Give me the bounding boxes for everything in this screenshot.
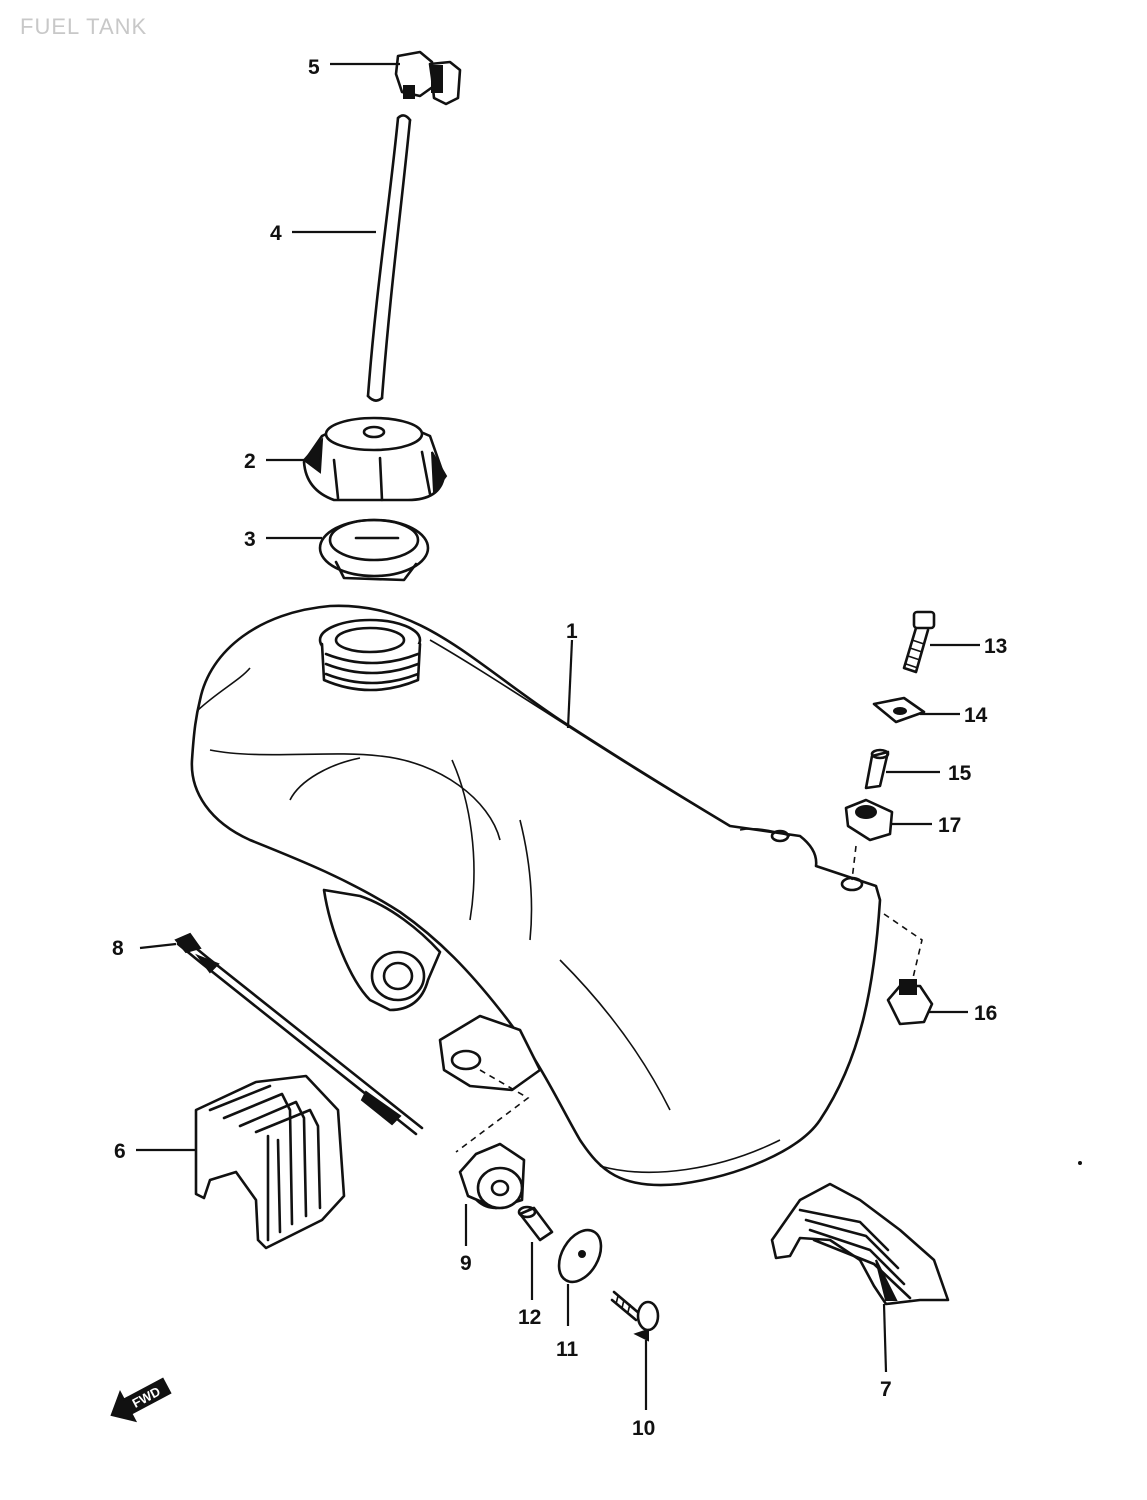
part-6-tank-cushion — [194, 1074, 346, 1250]
callout-6: 6 — [114, 1140, 126, 1163]
part-11-washer — [557, 1228, 603, 1284]
callout-17: 17 — [938, 814, 961, 837]
page-title: FUEL TANK — [20, 14, 148, 39]
part-10-bolt — [610, 1290, 660, 1342]
callout-9: 9 — [460, 1252, 472, 1275]
callout-7: 7 — [880, 1378, 892, 1401]
callout-8: 8 — [112, 937, 124, 960]
part-8-tank-band — [174, 932, 424, 1136]
callout-12: 12 — [518, 1306, 541, 1329]
callout-11: 11 — [556, 1338, 579, 1361]
callout-4: 4 — [270, 222, 282, 245]
callout-13: 13 — [984, 635, 1007, 658]
part-12-collar — [517, 1205, 554, 1242]
callout-numbers: 5 4 2 3 1 13 14 15 17 16 8 6 9 12 11 10 … — [112, 56, 1007, 1440]
leader-lines — [136, 62, 980, 1410]
callout-10: 10 — [632, 1417, 655, 1440]
part-3-cap-gasket — [318, 518, 430, 582]
part-17-cushion — [844, 798, 894, 842]
part-5-hose-fitting — [394, 50, 462, 106]
callout-5: 5 — [308, 56, 320, 79]
part-1-fuel-tank — [190, 604, 882, 1187]
forward-direction-arrow: FWD — [110, 1377, 172, 1423]
part-14-washer — [872, 696, 926, 724]
part-9-grommet — [458, 1142, 526, 1210]
callout-1: 1 — [566, 620, 578, 643]
callout-14: 14 — [964, 704, 988, 727]
part-2-fuel-cap — [302, 416, 448, 502]
callout-3: 3 — [244, 528, 256, 551]
stray-dot — [1078, 1161, 1082, 1165]
part-7-rear-cushion — [770, 1182, 950, 1306]
part-15-collar — [864, 748, 890, 790]
part-16-cushion — [886, 979, 934, 1026]
callout-2: 2 — [244, 450, 256, 473]
callout-15: 15 — [948, 762, 972, 785]
callout-16: 16 — [974, 1002, 997, 1025]
part-4-breather-hose — [366, 114, 412, 402]
part-13-bolt — [902, 610, 936, 674]
